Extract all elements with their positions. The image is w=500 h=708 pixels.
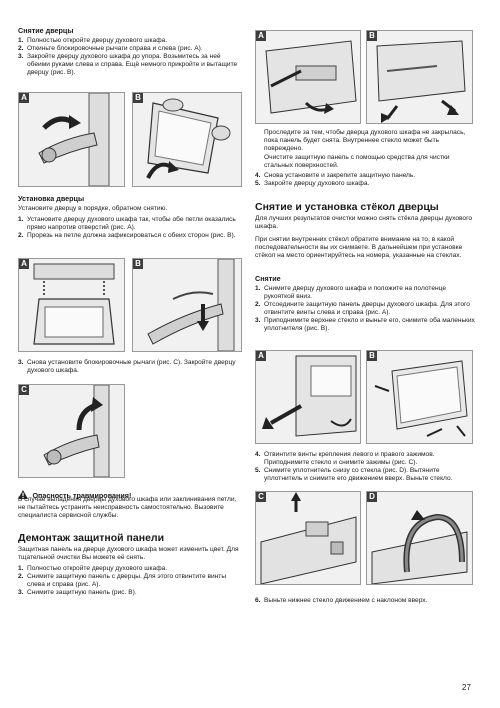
figure-label: A [256,31,266,41]
door-install-steps: 1.Установите дверцу духового шкафа так, … [18,216,240,240]
section-title-glass: Снятие и установка стёкол дверцы [255,201,439,213]
panel-removal-intro: Защитная панель на дверце духового шкафа… [18,546,239,562]
list-item: 3.Снимите защитную панель (рис. B). [18,589,137,597]
glass-intro-2: При снятии внутренних стёкол обратите вн… [255,236,463,260]
list-item: 3.Закройте дверцу духового шкафа до упор… [18,53,238,77]
list-item: 3.Снова установите блокировочные рычаги … [18,359,236,375]
figure-door-hinge-a: A [18,92,125,187]
panel-removal-steps: 1.Полностью откройте дверцу духового шка… [18,565,240,597]
figure-panel-screw-a: A [255,30,361,124]
list-item: 1.Снимите дверцу духового шкафа и положи… [255,285,447,301]
glass-steps: 1.Снимите дверцу духового шкафа и положи… [255,285,477,334]
figure-glass-lift-b: B [366,350,473,444]
warning-title: Опасность травмирования! [32,491,132,500]
list-item: 4.Снова установите и закрепите защитную … [255,172,416,179]
list-item: 5.Снимите уплотнитель снизу со стекла (р… [255,467,453,483]
figure-label: A [256,351,266,361]
door-install-step3: 3.Снова установите блокировочные рычаги … [18,359,240,375]
figure-label: C [19,385,29,395]
list-item: 6.Выньте нижнее стекло движением с накло… [255,597,428,604]
panel-note-text: Проследите за тем, чтобы дверца духового… [264,129,466,153]
list-item: 2.Прорезь на петле должна зафиксироватьс… [18,232,236,240]
list-item: 5.Закройте дверцу духового шкафа. [255,180,370,188]
figure-clamp-c: C [255,491,361,585]
figure-panel-remove-b: B [366,30,473,124]
page-number: 27 [462,683,471,692]
figure-label: B [133,259,143,269]
figure-label: A [19,259,29,269]
panel-clean-text: Очистите защитную панель с помощью средс… [264,154,450,170]
section-title-panel-removal: Демонтаж защитной панели [18,532,165,544]
figure-label: B [133,93,143,103]
list-item: 2.Снимите защитную панель с дверцы. Для … [18,573,227,589]
warning-text: В случае выпадения дверцы духового шкафа… [18,496,237,520]
section-title-door-install: Установка дверцы [18,194,85,203]
door-removal-steps: 1.Полностью откройте дверцу духового шка… [18,37,240,77]
figure-label: D [367,492,377,502]
figure-door-lift-b: B [132,92,242,187]
figure-seal-d: D [366,491,473,585]
figure-label: B [367,31,377,41]
list-item: 1.Полностью откройте дверцу духового шка… [18,565,168,572]
figure-door-align-a: A [18,258,125,352]
panel-steps-cont: 4.Снова установите и закрепите защитную … [255,172,477,188]
figure-label: C [256,492,266,502]
glass-subtitle: Снятие [255,274,281,283]
list-item: 1.Установите дверцу духового шкафа так, … [18,216,236,232]
glass-step6: 6.Выньте нижнее стекло движением с накло… [255,597,477,605]
list-item: 1.Полностью откройте дверцу духового шка… [18,37,168,44]
door-install-intro: Установите дверцу в порядке, обратном сн… [18,205,168,212]
list-item: 4.Отвинтите винты крепления левого и пра… [255,451,435,467]
figure-label: B [367,351,377,361]
figure-glass-screw-a: A [255,350,361,444]
figure-lever-c: C [18,384,125,478]
glass-intro-1: Для лучших результатов очистки можно сня… [255,215,473,231]
section-title-door-removal: Снятие дверцы [18,26,74,35]
list-item: 3.Приподнимите верхнее стекло и выньте е… [255,317,475,333]
figure-hinge-lock-b: B [132,258,242,352]
list-item: 2.Отсоедините защитную панель дверцы дух… [255,301,470,317]
warning-icon [18,490,28,499]
warning-heading: Опасность травмирования! [18,485,240,503]
figure-label: A [19,93,29,103]
list-item: 2.Откиньте блокировочные рычаги справа и… [18,45,203,53]
glass-steps-2: 4.Отвинтите винты крепления левого и пра… [255,451,477,483]
